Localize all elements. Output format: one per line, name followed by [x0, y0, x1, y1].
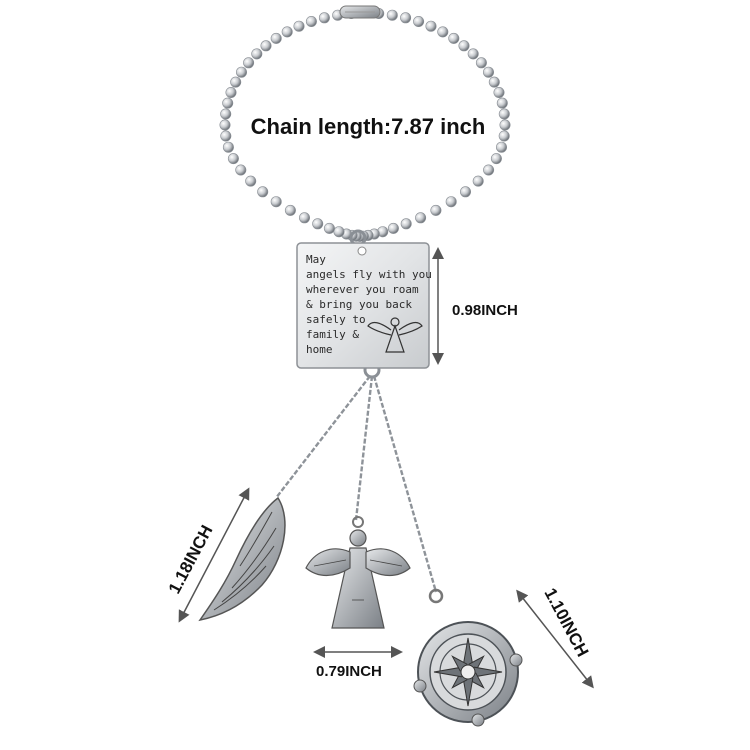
chain-bead [490, 153, 502, 165]
chain-bead [499, 119, 511, 131]
ball-chain [219, 7, 511, 242]
chain-bead [318, 12, 330, 24]
chain-bead [333, 226, 345, 238]
chain-bead [220, 130, 232, 142]
chain-bead [236, 66, 248, 78]
chain-bead [475, 57, 487, 69]
chain-bead [482, 66, 494, 78]
chain-bead [467, 48, 479, 60]
chain-bead [498, 130, 510, 142]
chain-bead [458, 40, 470, 52]
chain-bead [222, 97, 234, 109]
chain-bead [293, 20, 305, 32]
angel-width-dimension: 0.79INCH [313, 646, 403, 680]
chain-bead [472, 175, 484, 187]
compass-charm [413, 588, 523, 727]
chain-bead [400, 12, 412, 24]
chain-bead [230, 76, 242, 88]
tag-line-1: May [306, 253, 326, 266]
chain-bead [386, 9, 398, 21]
chain-bead [245, 175, 257, 187]
link-chains [275, 375, 438, 593]
chain-bead [496, 97, 508, 109]
chain-bead [225, 87, 237, 99]
chain-bead [400, 218, 412, 230]
chain-bead [493, 87, 505, 99]
chain-bead [430, 204, 442, 216]
compass-length-label: 1.10INCH [540, 585, 592, 660]
chain-bead [445, 196, 457, 208]
chain-bead [257, 186, 269, 198]
chain-bead [437, 26, 449, 38]
tag-height-label: 0.98INCH [452, 302, 518, 319]
wing-length-label: 1.18INCH [165, 522, 217, 597]
chain-bead [413, 15, 425, 27]
engraved-angel-icon [367, 317, 423, 353]
chain-bead [222, 141, 234, 153]
chain-bead [235, 164, 247, 176]
chain-bead [227, 153, 239, 165]
tag-line-5: safely to [306, 313, 366, 326]
chain-bead [448, 32, 460, 44]
chain-bead [220, 108, 232, 120]
chain-bead [260, 40, 272, 52]
tag-line-6: family & [306, 328, 359, 341]
tag-height-dimension: 0.98INCH [432, 247, 518, 365]
chain-bead [270, 196, 282, 208]
compass-length-dimension: 1.10INCH [516, 585, 594, 689]
chain-bead [251, 48, 263, 60]
chain-bead [284, 204, 296, 216]
chain-bead [488, 76, 500, 88]
chain-bead [495, 141, 507, 153]
engraved-tag: May angels fly with you wherever you roa… [296, 242, 432, 369]
chain-bead [323, 222, 335, 234]
chain-bead [219, 119, 231, 131]
chain-bead [312, 218, 324, 230]
chain-bead [270, 32, 282, 44]
chain-length-label: Chain length:7.87 inch [251, 114, 486, 139]
angel-width-label: 0.79INCH [316, 663, 382, 680]
chain-bead [425, 20, 437, 32]
chain-clasp [339, 5, 381, 19]
chain-bead [387, 222, 399, 234]
chain-bead [498, 108, 510, 120]
angel-charm [305, 516, 411, 629]
tag-line-4: & bring you back [306, 298, 412, 311]
tag-line-3: wherever you roam [306, 283, 419, 296]
tag-line-2: angels fly with you [306, 268, 432, 281]
chain-bead [243, 57, 255, 69]
chain-bead [483, 164, 495, 176]
chain-bead [281, 26, 293, 38]
chain-bead [415, 212, 427, 224]
tag-line-7: home [306, 343, 333, 356]
chain-bead [305, 15, 317, 27]
chain-bead [298, 212, 310, 224]
chain-bead [459, 186, 471, 198]
